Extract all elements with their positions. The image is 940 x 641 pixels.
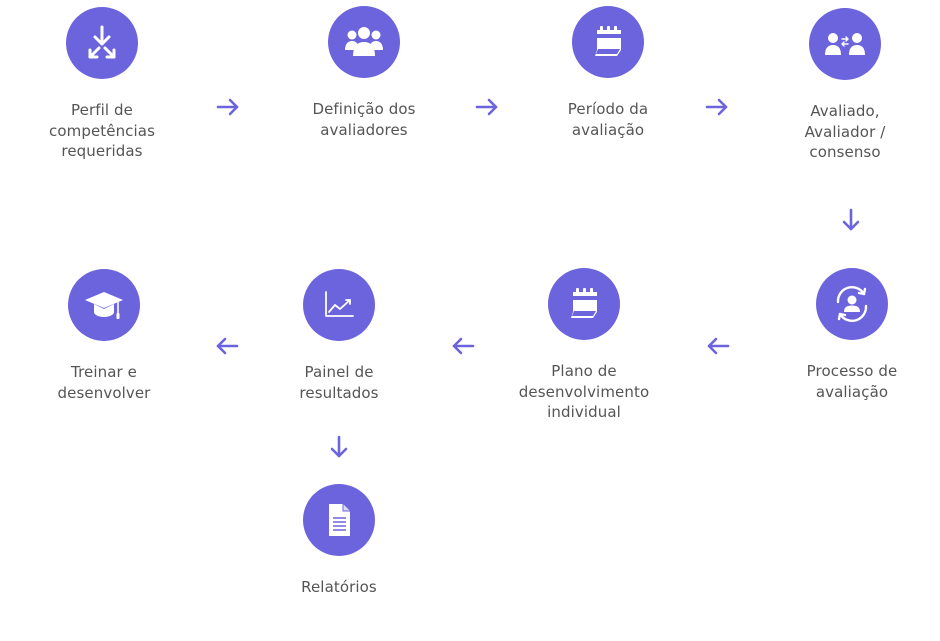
download-arrow-icon [66,7,138,79]
arrow-left-icon [213,332,241,360]
group-people-icon [328,6,400,78]
step-relatorios: Relatórios [259,484,419,598]
arrow-right-icon [214,93,242,121]
document-icon [303,484,375,556]
step-label: Treinar e desenvolver [57,363,151,402]
graduation-cap-icon [68,269,140,341]
step-label: Painel de resultados [299,363,379,402]
arrow-down-icon [837,206,865,234]
calendar-icon [548,268,620,340]
step-avaliado-avaliador: Avaliado, Avaliador / consenso [765,8,925,163]
step-processo-avaliacao: Processo de avaliação [772,268,932,402]
step-label: Perfil de competências requeridas [48,101,156,160]
step-label: Plano de desenvolvimento individual [518,362,650,421]
step-plano-desenvolvimento: Plano de desenvolvimento individual [504,268,664,423]
arrow-down-icon [325,433,353,461]
step-label: Definição dos avaliadores [312,100,416,139]
calendar-icon [572,6,644,78]
step-label: Processo de avaliação [806,362,898,401]
trending-chart-icon [303,269,375,341]
arrow-left-icon [704,332,732,360]
step-painel-resultados: Painel de resultados [259,269,419,403]
step-periodo-avaliacao: Período da avaliação [528,6,688,140]
arrow-right-icon [703,93,731,121]
step-label: Avaliado, Avaliador / consenso [804,102,886,161]
person-cycle-icon [816,268,888,340]
step-definicao-avaliadores: Definição dos avaliadores [284,6,444,140]
step-label: Relatórios [301,578,377,596]
step-perfil-competencias: Perfil de competências requeridas [22,7,182,162]
people-exchange-icon [809,8,881,80]
arrow-left-icon [449,332,477,360]
step-treinar-desenvolver: Treinar e desenvolver [24,269,184,403]
arrow-right-icon [473,93,501,121]
step-label: Período da avaliação [567,100,649,139]
